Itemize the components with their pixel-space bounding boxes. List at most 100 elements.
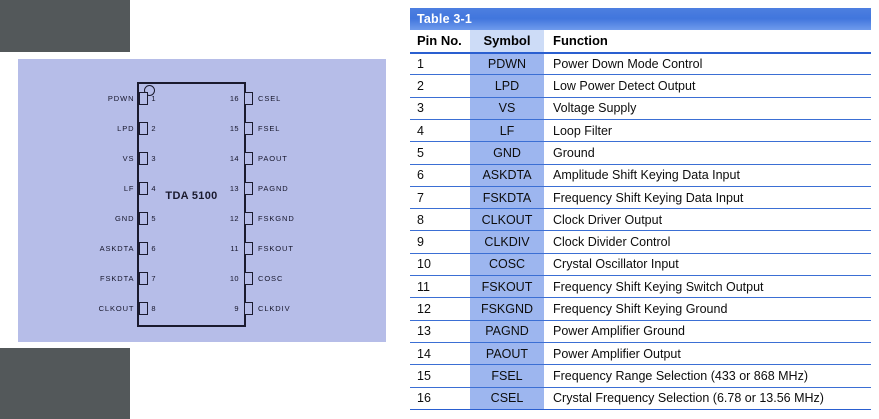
pin-label-cosc: COSC	[258, 273, 284, 283]
cell-function: Low Power Detect Output	[544, 74, 871, 98]
cell-pin-no: 3	[410, 97, 470, 120]
pin-number-6: 6	[151, 243, 156, 253]
cell-pin-no: 8	[410, 208, 470, 232]
pin-9: 9 CLKDIV	[227, 298, 367, 318]
pin-12: 12 FSKGND	[227, 208, 367, 228]
pin-number-12: 12	[229, 213, 239, 223]
pin-label-clkdiv: CLKDIV	[258, 303, 291, 313]
pin-15: 15 FSEL	[227, 118, 367, 138]
pin-stub-icon	[244, 121, 253, 135]
cell-symbol: FSKOUT	[470, 275, 544, 299]
cell-pin-no: 14	[410, 342, 470, 366]
table-header-row: Pin No. Symbol Function	[410, 30, 871, 54]
pin-10: 10 COSC	[227, 268, 367, 288]
cell-function: Ground	[544, 141, 871, 165]
cell-function: Frequency Shift Keying Ground	[544, 297, 871, 321]
pin-number-8: 8	[151, 303, 156, 313]
column-header-function: Function	[544, 30, 871, 54]
pin-stub-icon	[244, 241, 253, 255]
cell-symbol: FSKGND	[470, 297, 544, 321]
cell-function: Clock Driver Output	[544, 208, 871, 232]
viewer-gutter-top	[0, 0, 130, 52]
pin-11: 11 FSKOUT	[227, 238, 367, 258]
table-title-row: Table 3-1	[410, 8, 871, 31]
pin-stub-icon	[139, 211, 149, 225]
cell-symbol: PAOUT	[470, 342, 544, 366]
chip-part-label: TDA 5100	[165, 190, 218, 202]
cell-function: Crystal Frequency Selection (6.78 or 13.…	[544, 387, 871, 410]
cell-function: Frequency Range Selection (433 or 868 MH…	[544, 364, 871, 388]
table-caption: Table 3-1	[410, 8, 871, 31]
pin-label-fskdta: FSKDTA	[99, 273, 135, 283]
pin-number-9: 9	[234, 303, 239, 313]
cell-symbol: FSKDTA	[470, 186, 544, 210]
cell-symbol: PAGND	[470, 320, 544, 343]
pin-stub-icon	[244, 181, 253, 195]
pin-number-10: 10	[229, 273, 239, 283]
pin-stub-icon	[139, 271, 149, 285]
pin-stub-icon	[244, 211, 253, 225]
cell-symbol: PDWN	[470, 52, 544, 76]
pin-stub-icon	[139, 301, 149, 315]
column-header-symbol: Symbol	[470, 30, 544, 54]
pin-number-5: 5	[151, 213, 156, 223]
cell-function: Frequency Shift Keying Switch Output	[544, 275, 871, 299]
pin-number-11: 11	[230, 243, 239, 253]
cell-pin-no: 9	[410, 230, 470, 254]
cell-symbol: ASKDTA	[470, 164, 544, 187]
cell-pin-no: 5	[410, 141, 470, 165]
pin-label-fskgnd: FSKGND	[258, 213, 295, 223]
pin-number-7: 7	[151, 273, 156, 283]
cell-pin-no: 12	[410, 297, 470, 321]
cell-pin-no: 10	[410, 253, 470, 277]
pin1-indicator-circle	[144, 85, 155, 96]
pin-7: FSKDTA 7	[36, 268, 156, 288]
pin-5: GND 5	[36, 208, 156, 228]
pin-3: VS 3	[36, 148, 156, 168]
pin-number-3: 3	[151, 153, 156, 163]
pin-label-vs: VS	[122, 153, 135, 163]
pin-number-15: 15	[229, 123, 239, 133]
pin-number-16: 16	[229, 93, 239, 103]
cell-symbol: FSEL	[470, 364, 544, 388]
cell-symbol: CLKDIV	[470, 230, 544, 254]
cell-pin-no: 13	[410, 320, 470, 343]
cell-pin-no: 11	[410, 275, 470, 299]
cell-function: Clock Divider Control	[544, 230, 871, 254]
cell-function: Crystal Oscillator Input	[544, 253, 871, 277]
pin-stub-icon	[244, 301, 253, 315]
cell-pin-no: 16	[410, 387, 470, 410]
cell-pin-no: 1	[410, 52, 470, 76]
cell-pin-no: 6	[410, 164, 470, 187]
pin-stub-icon	[139, 121, 149, 135]
cell-pin-no: 7	[410, 186, 470, 210]
cell-function: Voltage Supply	[544, 97, 871, 120]
cell-function: Power Amplifier Output	[544, 342, 871, 366]
cell-symbol: VS	[470, 97, 544, 120]
pin-label-fsel: FSEL	[258, 123, 281, 133]
pin-label-gnd: GND	[115, 213, 135, 223]
pin-label-lpd: LPD	[117, 123, 135, 133]
column-header-pin-no: Pin No.	[410, 30, 470, 54]
cell-symbol: CLKOUT	[470, 208, 544, 232]
pin-label-fskout: FSKOUT	[258, 243, 294, 253]
cell-pin-no: 2	[410, 74, 470, 98]
pin-stub-icon	[139, 181, 149, 195]
